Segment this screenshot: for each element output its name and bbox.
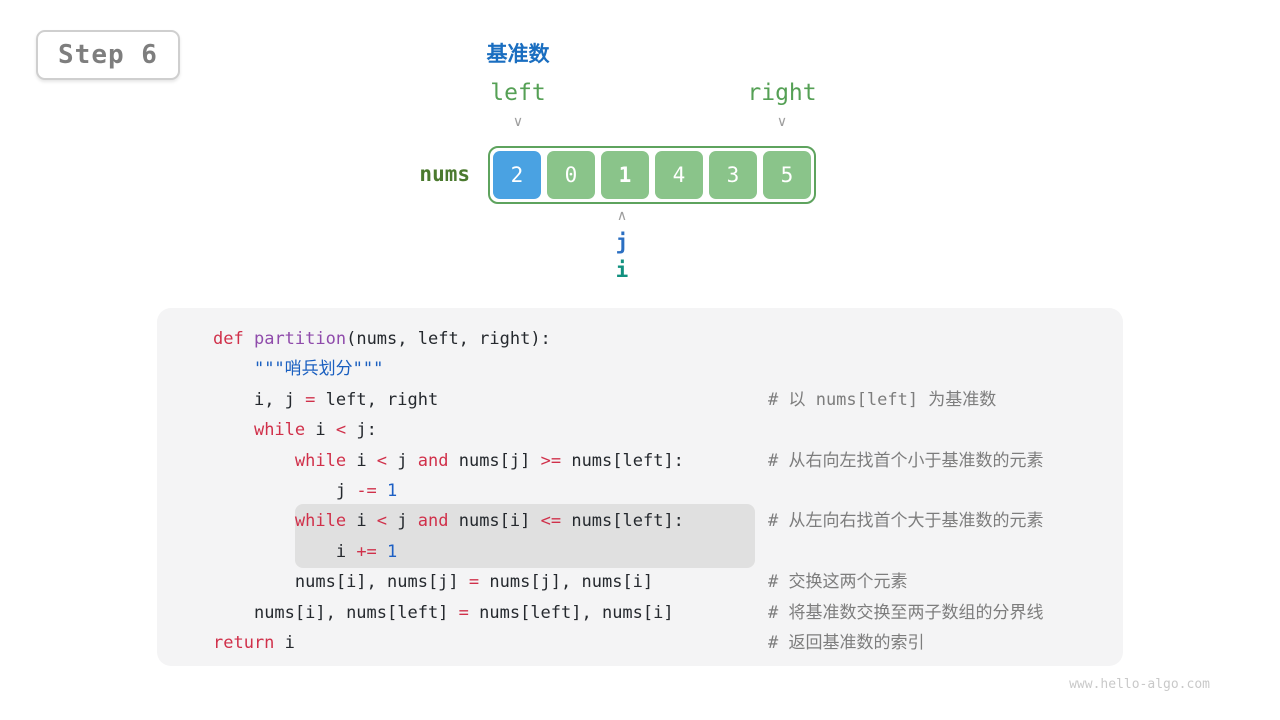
code-line: j -= 1 xyxy=(335,480,398,501)
code-line: nums[i], nums[j] = nums[j], nums[i]# 交换这… xyxy=(213,567,1123,597)
ij-up-arrow-icon: ∧ xyxy=(616,208,628,224)
array-cell: 2 xyxy=(493,151,541,199)
code-block: def partition(nums, left, right): """哨兵划… xyxy=(157,308,1123,666)
code-line: while i < j and nums[j] >= nums[left]:# … xyxy=(213,446,1123,476)
code-comment: # 从左向右找首个大于基准数的元素 xyxy=(768,511,1044,532)
code-line: while i < j: xyxy=(253,420,377,441)
array-cell: 1 xyxy=(601,151,649,199)
code-comment: # 交换这两个元素 xyxy=(768,572,908,593)
pivot-number-label: 基准数 xyxy=(486,42,550,66)
code-line: """哨兵划分""" xyxy=(253,359,384,380)
code-lines: def partition(nums, left, right): """哨兵划… xyxy=(157,308,1123,666)
step-badge: Step 6 xyxy=(36,30,180,80)
right-down-arrow-icon: ∨ xyxy=(776,114,788,130)
array-cell: 4 xyxy=(655,151,703,199)
code-line: nums[i], nums[left] = nums[left], nums[i… xyxy=(213,598,1123,628)
code-line: i, j = left, right# 以 nums[left] 为基准数 xyxy=(213,385,1123,415)
code-line: def partition(nums, left, right): xyxy=(213,329,551,349)
code-line: return i# 返回基准数的索引 xyxy=(213,628,1123,658)
pointer-i-label: i xyxy=(615,258,629,282)
code-highlight-rect xyxy=(295,504,755,568)
array-cell: 5 xyxy=(763,151,811,199)
array-cell: 0 xyxy=(547,151,595,199)
pointer-j-label: j xyxy=(615,230,629,254)
code-line: while i < j and nums[i] <= nums[left]:# … xyxy=(213,506,1123,536)
left-pointer-label: left xyxy=(490,80,546,106)
code-comment: # 将基准数交换至两子数组的分界线 xyxy=(768,602,1044,623)
left-down-arrow-icon: ∨ xyxy=(512,114,524,130)
step-badge-label: Step 6 xyxy=(58,40,158,70)
code-comment: # 以 nums[left] 为基准数 xyxy=(768,389,997,410)
array-cell: 3 xyxy=(709,151,757,199)
site-watermark: www.hello-algo.com xyxy=(1069,677,1210,692)
code-comment: # 返回基准数的索引 xyxy=(768,632,925,653)
code-comment: # 从右向左找首个小于基准数的元素 xyxy=(768,450,1044,471)
code-line: i += 1 xyxy=(335,541,398,562)
right-pointer-label: right xyxy=(747,80,817,106)
array-name-label: nums xyxy=(419,162,470,186)
